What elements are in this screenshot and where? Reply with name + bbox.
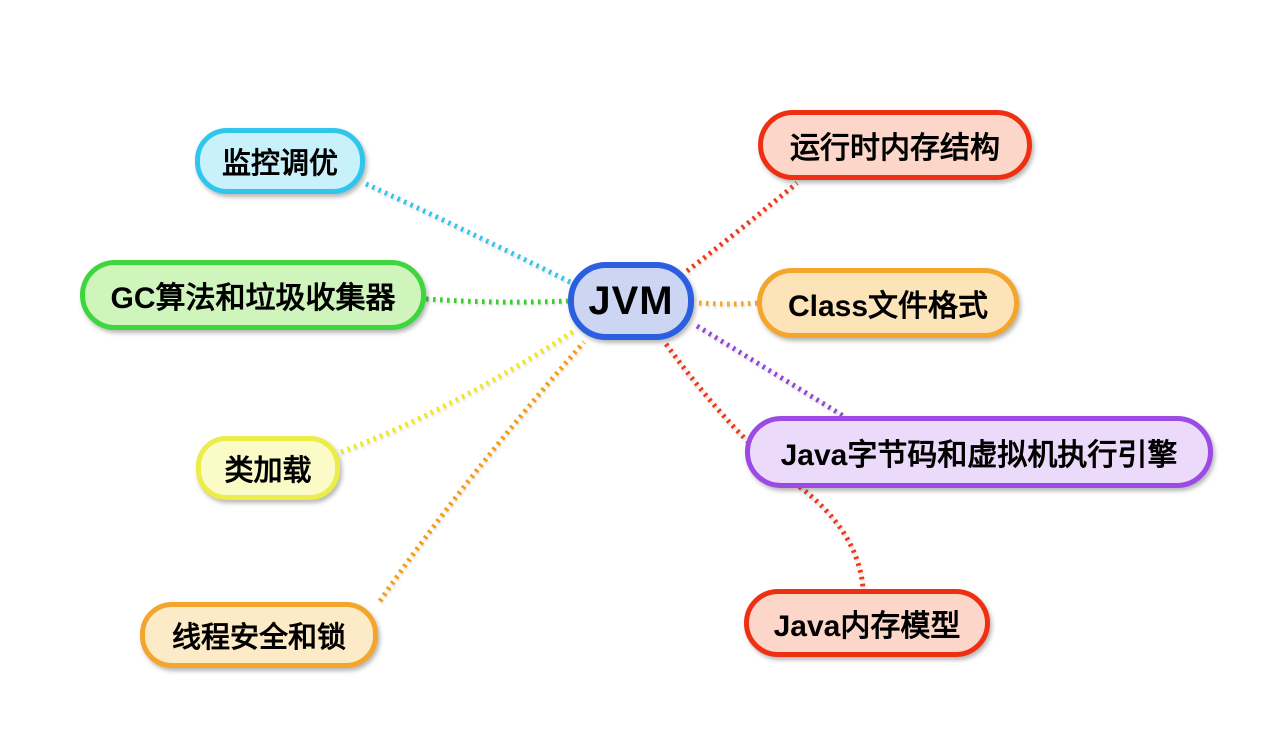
branch-node-monitoring-tuning[interactable]: 监控调优 — [195, 128, 365, 194]
edge-gc-collectors — [425, 296, 569, 305]
branch-node-label: Java字节码和虚拟机执行引擎 — [780, 439, 1178, 472]
edge-runtime-memory — [685, 181, 799, 273]
branch-node-thread-safety[interactable]: 线程安全和锁 — [140, 602, 378, 668]
branch-node-java-memory-model[interactable]: Java内存模型 — [744, 589, 990, 657]
edge-class-loading — [340, 328, 576, 455]
branch-node-label: Class文件格式 — [787, 290, 989, 323]
edge-bytecode-engine — [695, 323, 847, 420]
branch-node-label: 线程安全和锁 — [171, 622, 346, 654]
root-node-label: JVM — [588, 278, 674, 323]
edge-class-file-format — [698, 300, 759, 307]
branch-node-label: GC算法和垃圾收集器 — [110, 282, 396, 315]
branch-node-gc-collectors[interactable]: GC算法和垃圾收集器 — [80, 260, 426, 330]
branch-node-class-loading[interactable]: 类加载 — [196, 436, 340, 500]
branch-node-label: 运行时内存结构 — [790, 132, 1000, 165]
branch-node-class-file-format[interactable]: Class文件格式 — [757, 268, 1019, 338]
branch-node-runtime-memory[interactable]: 运行时内存结构 — [758, 110, 1032, 180]
branch-node-bytecode-engine[interactable]: Java字节码和虚拟机执行引擎 — [745, 416, 1213, 488]
branch-node-label: 类加载 — [224, 455, 312, 487]
edge-thread-safety — [377, 340, 586, 603]
branch-node-label: Java内存模型 — [773, 610, 961, 643]
root-node-jvm[interactable]: JVM — [568, 262, 694, 340]
branch-node-label: 监控调优 — [221, 148, 338, 180]
